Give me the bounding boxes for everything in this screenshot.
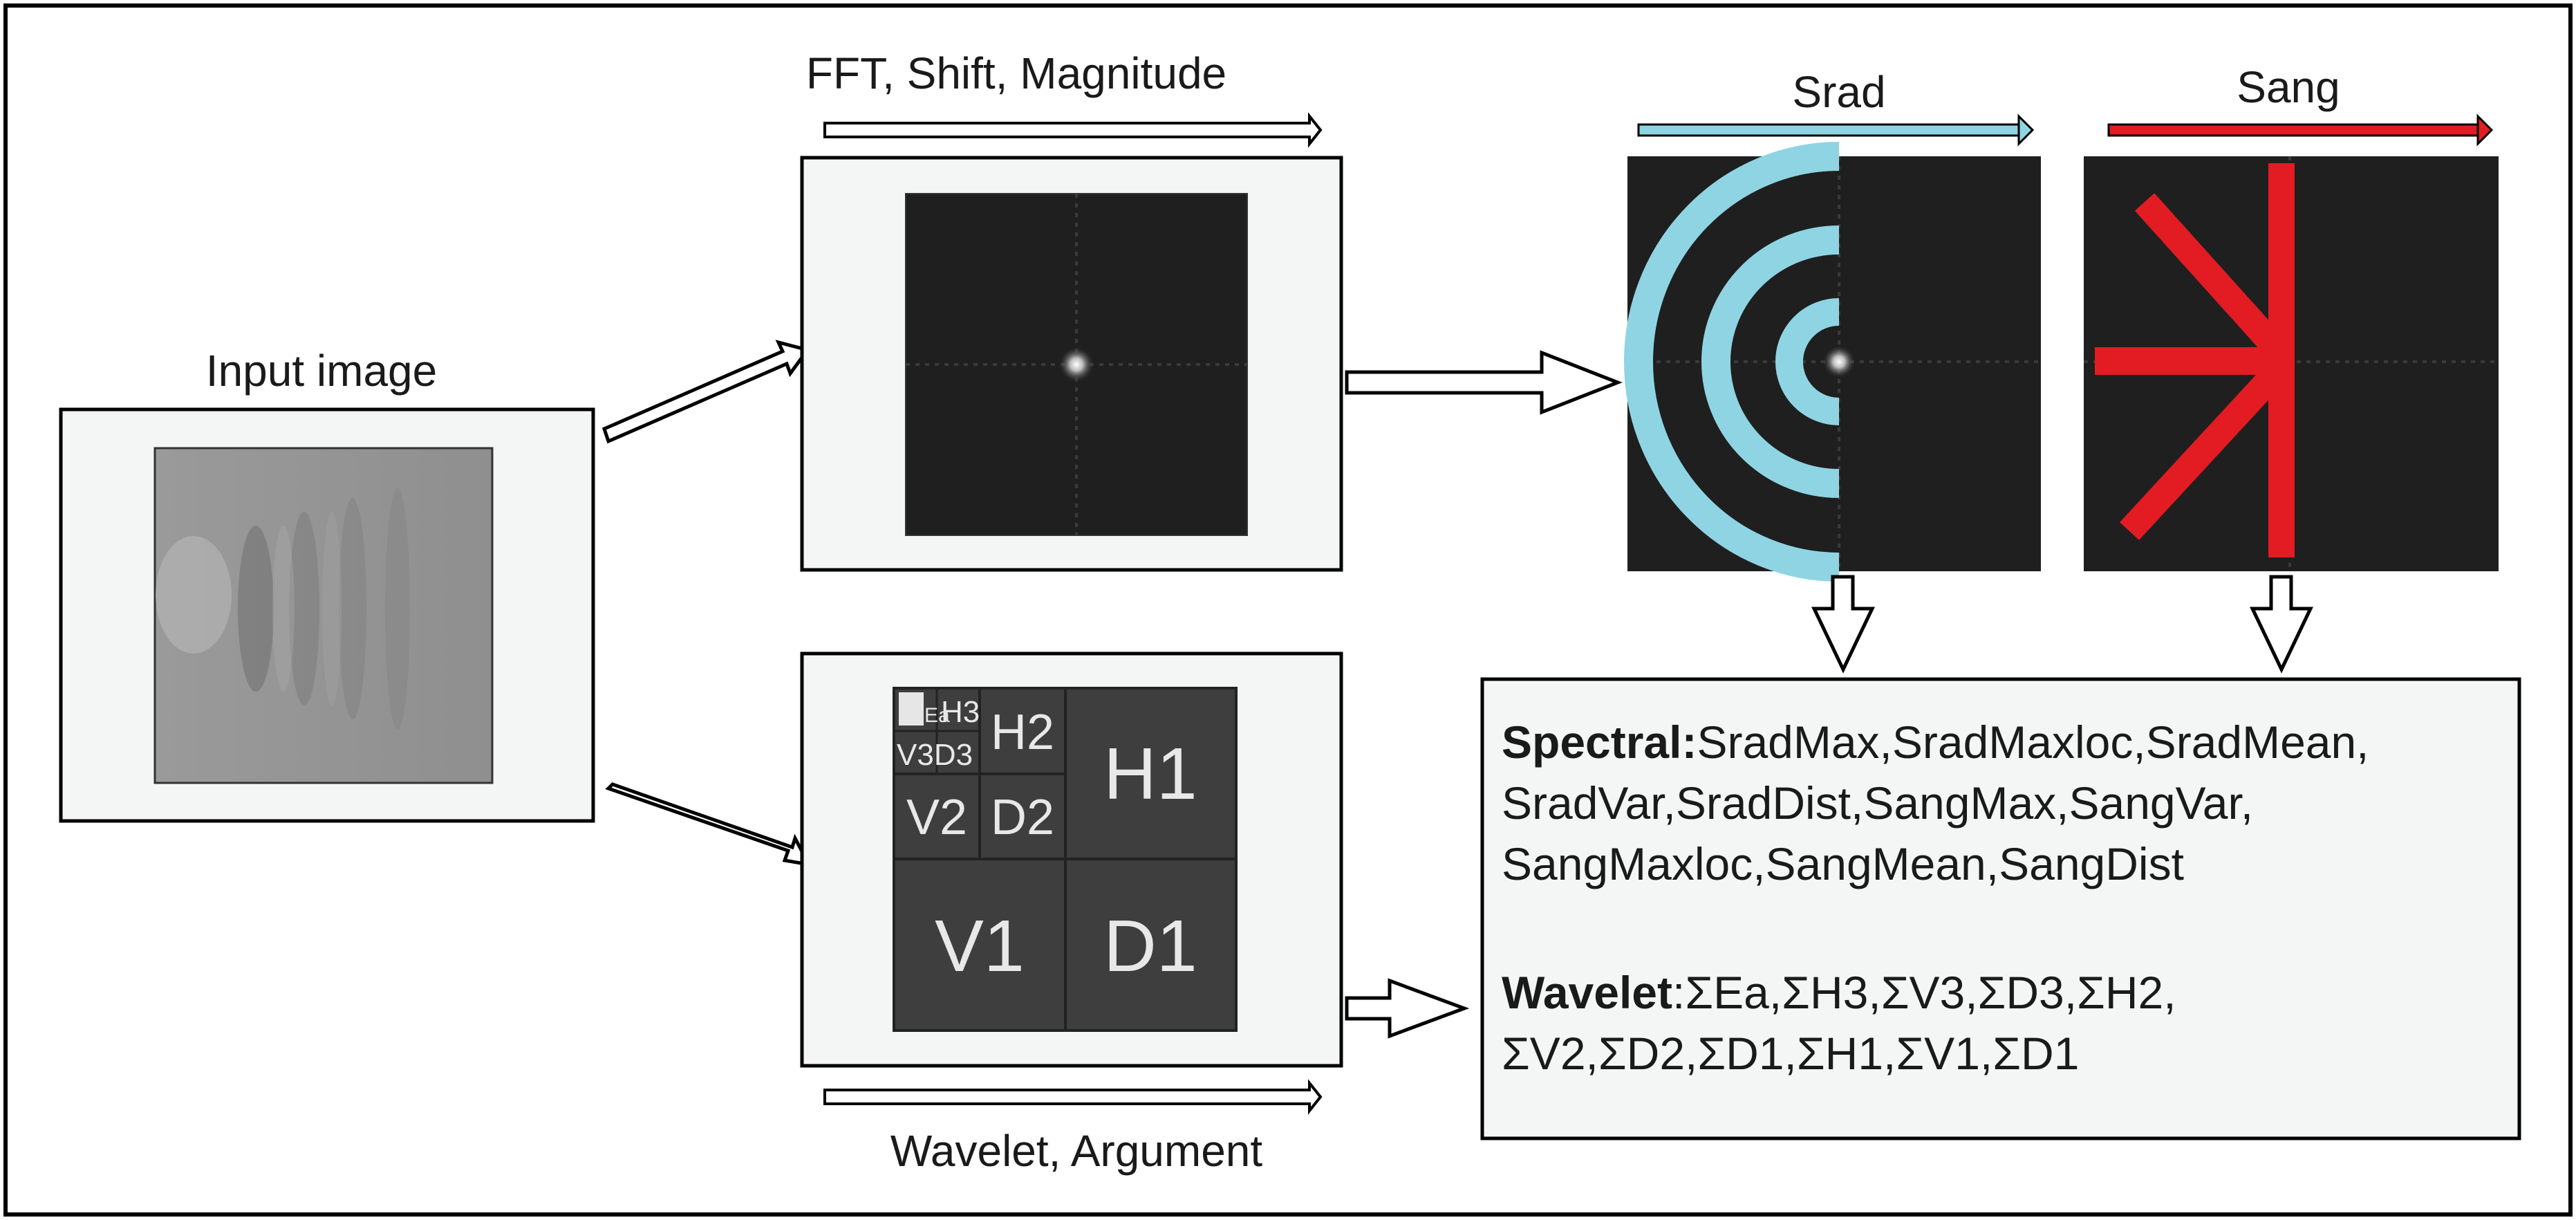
spectral-features-line1: Spectral:SradMax,SradMaxloc,SradMean, [1502, 717, 2369, 768]
features-box [1480, 677, 2521, 1140]
wavelet-h3-label: H3 [941, 695, 980, 729]
sang-label: Sang [2237, 62, 2340, 112]
sang-arrow [2107, 113, 2494, 147]
spectral-features-line3: SangMaxloc,SangMean,SangDist [1502, 838, 2184, 889]
wavelet-features-line2: ΣV2,ΣD2,ΣD1,ΣH1,ΣV1,ΣD1 [1502, 1028, 2079, 1079]
wavelet-heading: Wavelet [1502, 967, 1672, 1018]
wavelet-v2-label: V2 [906, 790, 967, 845]
svg-text:Ea: Ea [924, 704, 950, 727]
srad-image [1624, 142, 2041, 582]
spectral-line1-text: SradMax,SradMaxloc,SradMean, [1697, 717, 2369, 768]
wavelet-v3d3-label: V3D3 [897, 738, 973, 772]
spectral-heading: Spectral: [1502, 717, 1697, 768]
fft-label: FFT, Shift, Magnitude [806, 48, 1226, 98]
srad-label: Srad [1792, 67, 1885, 117]
spectral-features-line2: SradVar,SradDist,SangMax,SangVar, [1502, 777, 2253, 829]
srad-arrow [1637, 113, 2035, 147]
input-image-label: Input image [206, 346, 437, 396]
fft-arrow [823, 112, 1323, 148]
wavelet-ea-tile: Ea [899, 692, 950, 727]
wavelet-d2-label: D2 [991, 790, 1054, 845]
fft-magnitude-image [905, 193, 1248, 536]
wavelet-argument-arrow [823, 1079, 1323, 1115]
arrow-sang-to-features [2250, 575, 2313, 674]
wavelet-h1-label: H1 [1103, 733, 1197, 815]
wavelet-features-line1: Wavelet:ΣEa,ΣH3,ΣV3,ΣD3,ΣH2, [1502, 967, 2176, 1018]
wavelet-line1-text: :ΣEa,ΣH3,ΣV3,ΣD3,ΣH2, [1672, 967, 2176, 1018]
wavelet-d1-label: D1 [1103, 905, 1197, 987]
input-image-thumbnail [153, 447, 494, 784]
arrow-srad-to-features [1811, 575, 1875, 674]
arrow-input-to-fft [601, 340, 811, 444]
wavelet-decomposition-grid: Ea H3 V3D3 H2 V2 D2 H1 V1 D1 [893, 687, 1238, 1032]
wavelet-h2-label: H2 [991, 705, 1054, 760]
wavelet-v1-label: V1 [935, 905, 1025, 987]
sang-image [2084, 156, 2499, 571]
wavelet-argument-label: Wavelet, Argument [890, 1126, 1263, 1176]
arrow-wavelet-to-features [1345, 978, 1470, 1039]
arrow-fft-to-srad [1345, 350, 1623, 415]
